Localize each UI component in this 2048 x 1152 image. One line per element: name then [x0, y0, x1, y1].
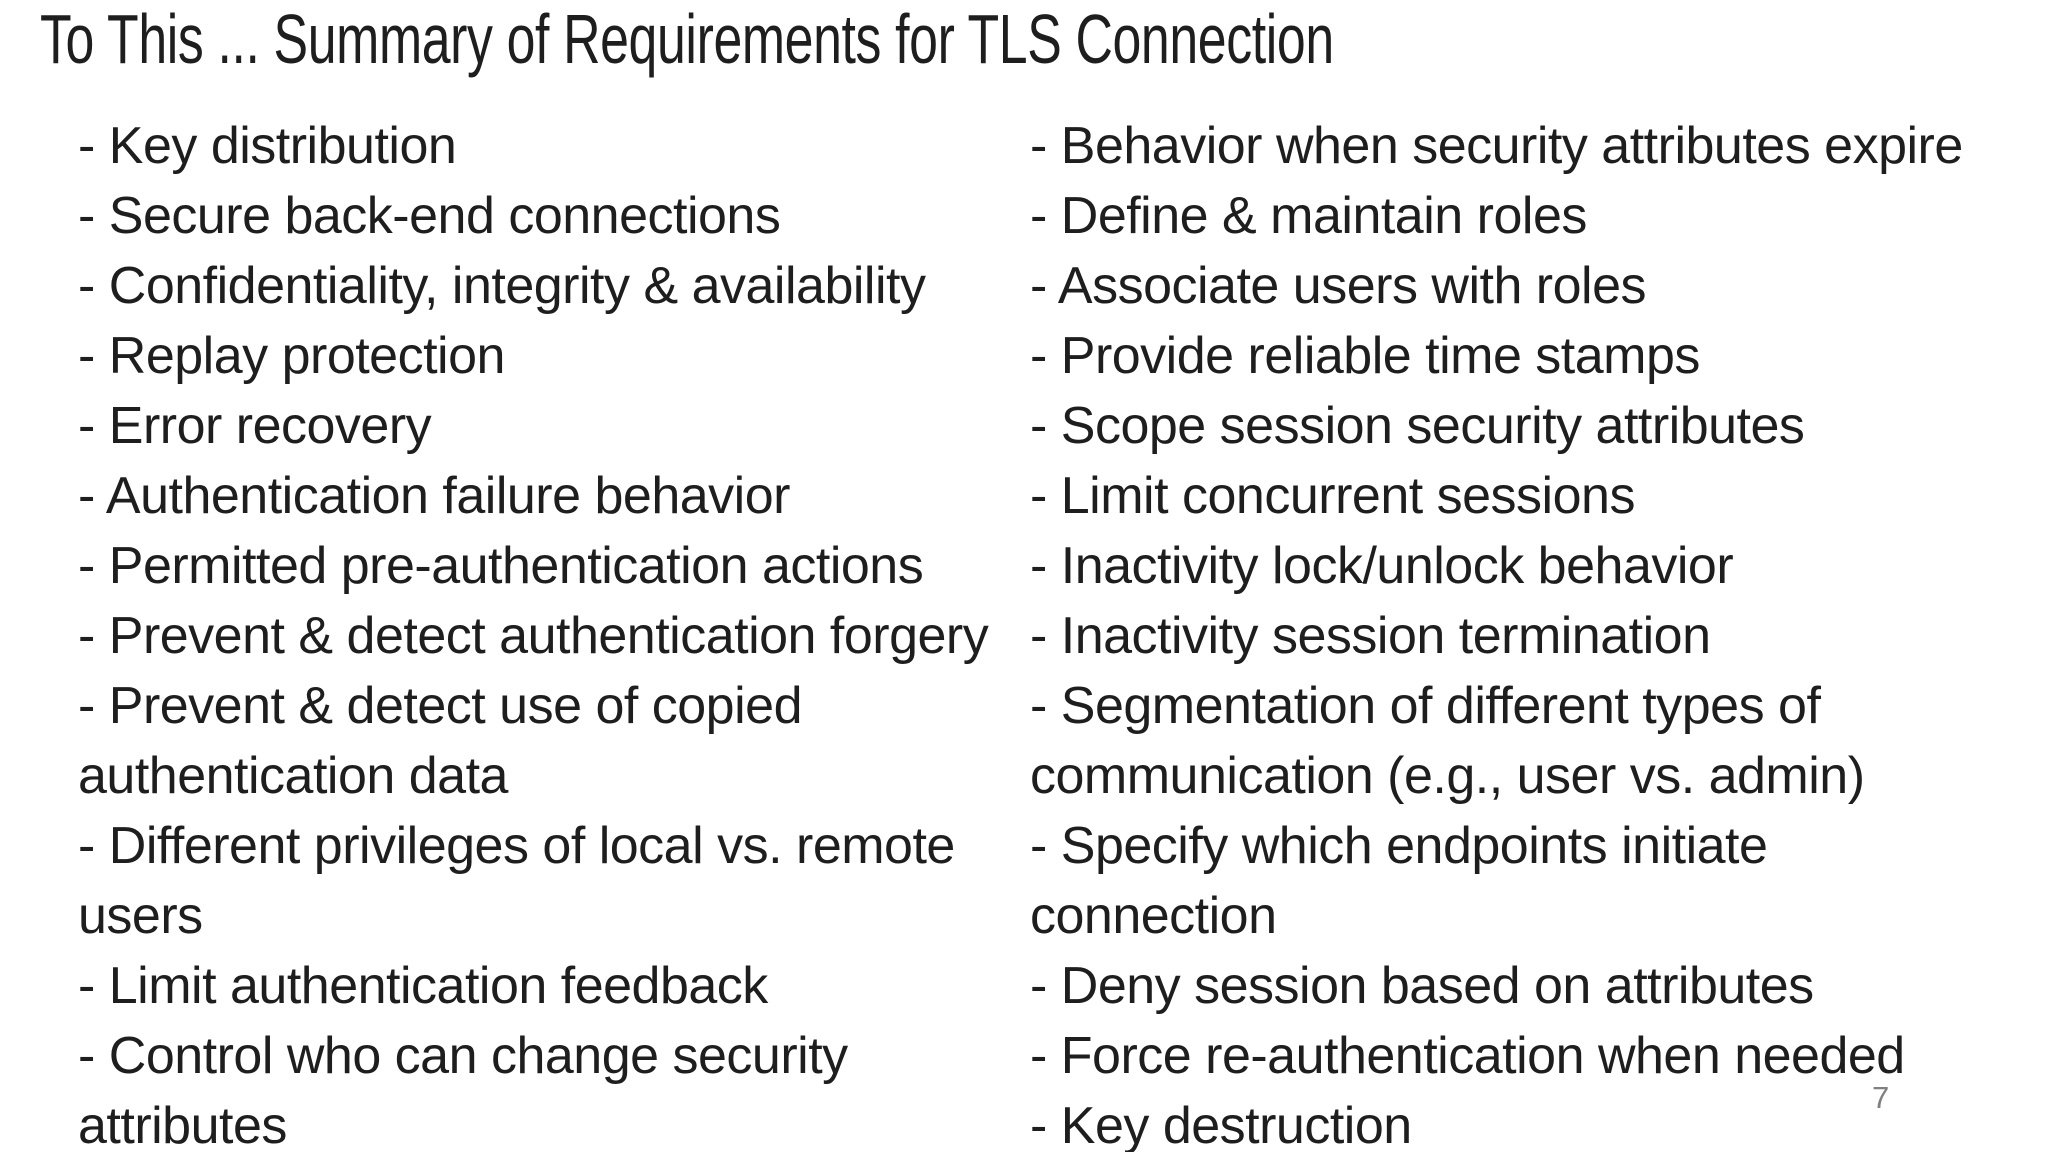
list-item: - Inactivity lock/unlock behavior	[1030, 537, 1734, 595]
list-item: - Limit concurrent sessions	[1030, 467, 1635, 525]
list-item: - Associate users with roles	[1030, 257, 1647, 315]
list-item: - Define & maintain roles	[1030, 187, 1587, 245]
list-item: - Scope session security attributes	[1030, 397, 1805, 455]
list-item: - Authentication failure behavior	[78, 467, 790, 525]
list-item: - Behavior when security attributes expi…	[1030, 117, 1963, 175]
list-item: - Prevent & detect use of copied authent…	[78, 677, 802, 805]
list-item: - Force re-authentication when needed	[1030, 1027, 1905, 1085]
list-item: - Deny session based on attributes	[1030, 957, 1814, 1015]
page-number: 7	[1872, 1080, 1890, 1115]
list-item: - Limit authentication feedback	[78, 957, 768, 1015]
list-item: - Prevent & detect authentication forger…	[78, 607, 989, 665]
slide-title: To This ... Summary of Requirements for …	[40, 0, 1334, 78]
list-item: - Specify which endpoints initiate conne…	[1030, 817, 1768, 945]
bullet-column-left: - Key distribution - Secure back-end con…	[78, 111, 1088, 1152]
bullet-column-right: - Behavior when security attributes expi…	[1030, 111, 2040, 1152]
list-item: - Key destruction	[1030, 1097, 1412, 1152]
list-item: - Confidentiality, integrity & availabil…	[78, 257, 926, 315]
list-item: - Secure back-end connections	[78, 187, 781, 245]
list-item: - Different privileges of local vs. remo…	[78, 817, 955, 945]
list-item: - Error recovery	[78, 397, 432, 455]
list-item: - Control who can change security attrib…	[78, 1027, 848, 1152]
list-item: - Segmentation of different types of com…	[1030, 677, 1865, 805]
list-item: - Key distribution	[78, 117, 457, 175]
list-item: - Inactivity session termination	[1030, 607, 1711, 665]
list-item: - Permitted pre-authentication actions	[78, 537, 924, 595]
list-item: - Replay protection	[78, 327, 505, 385]
list-item: - Provide reliable time stamps	[1030, 327, 1700, 385]
